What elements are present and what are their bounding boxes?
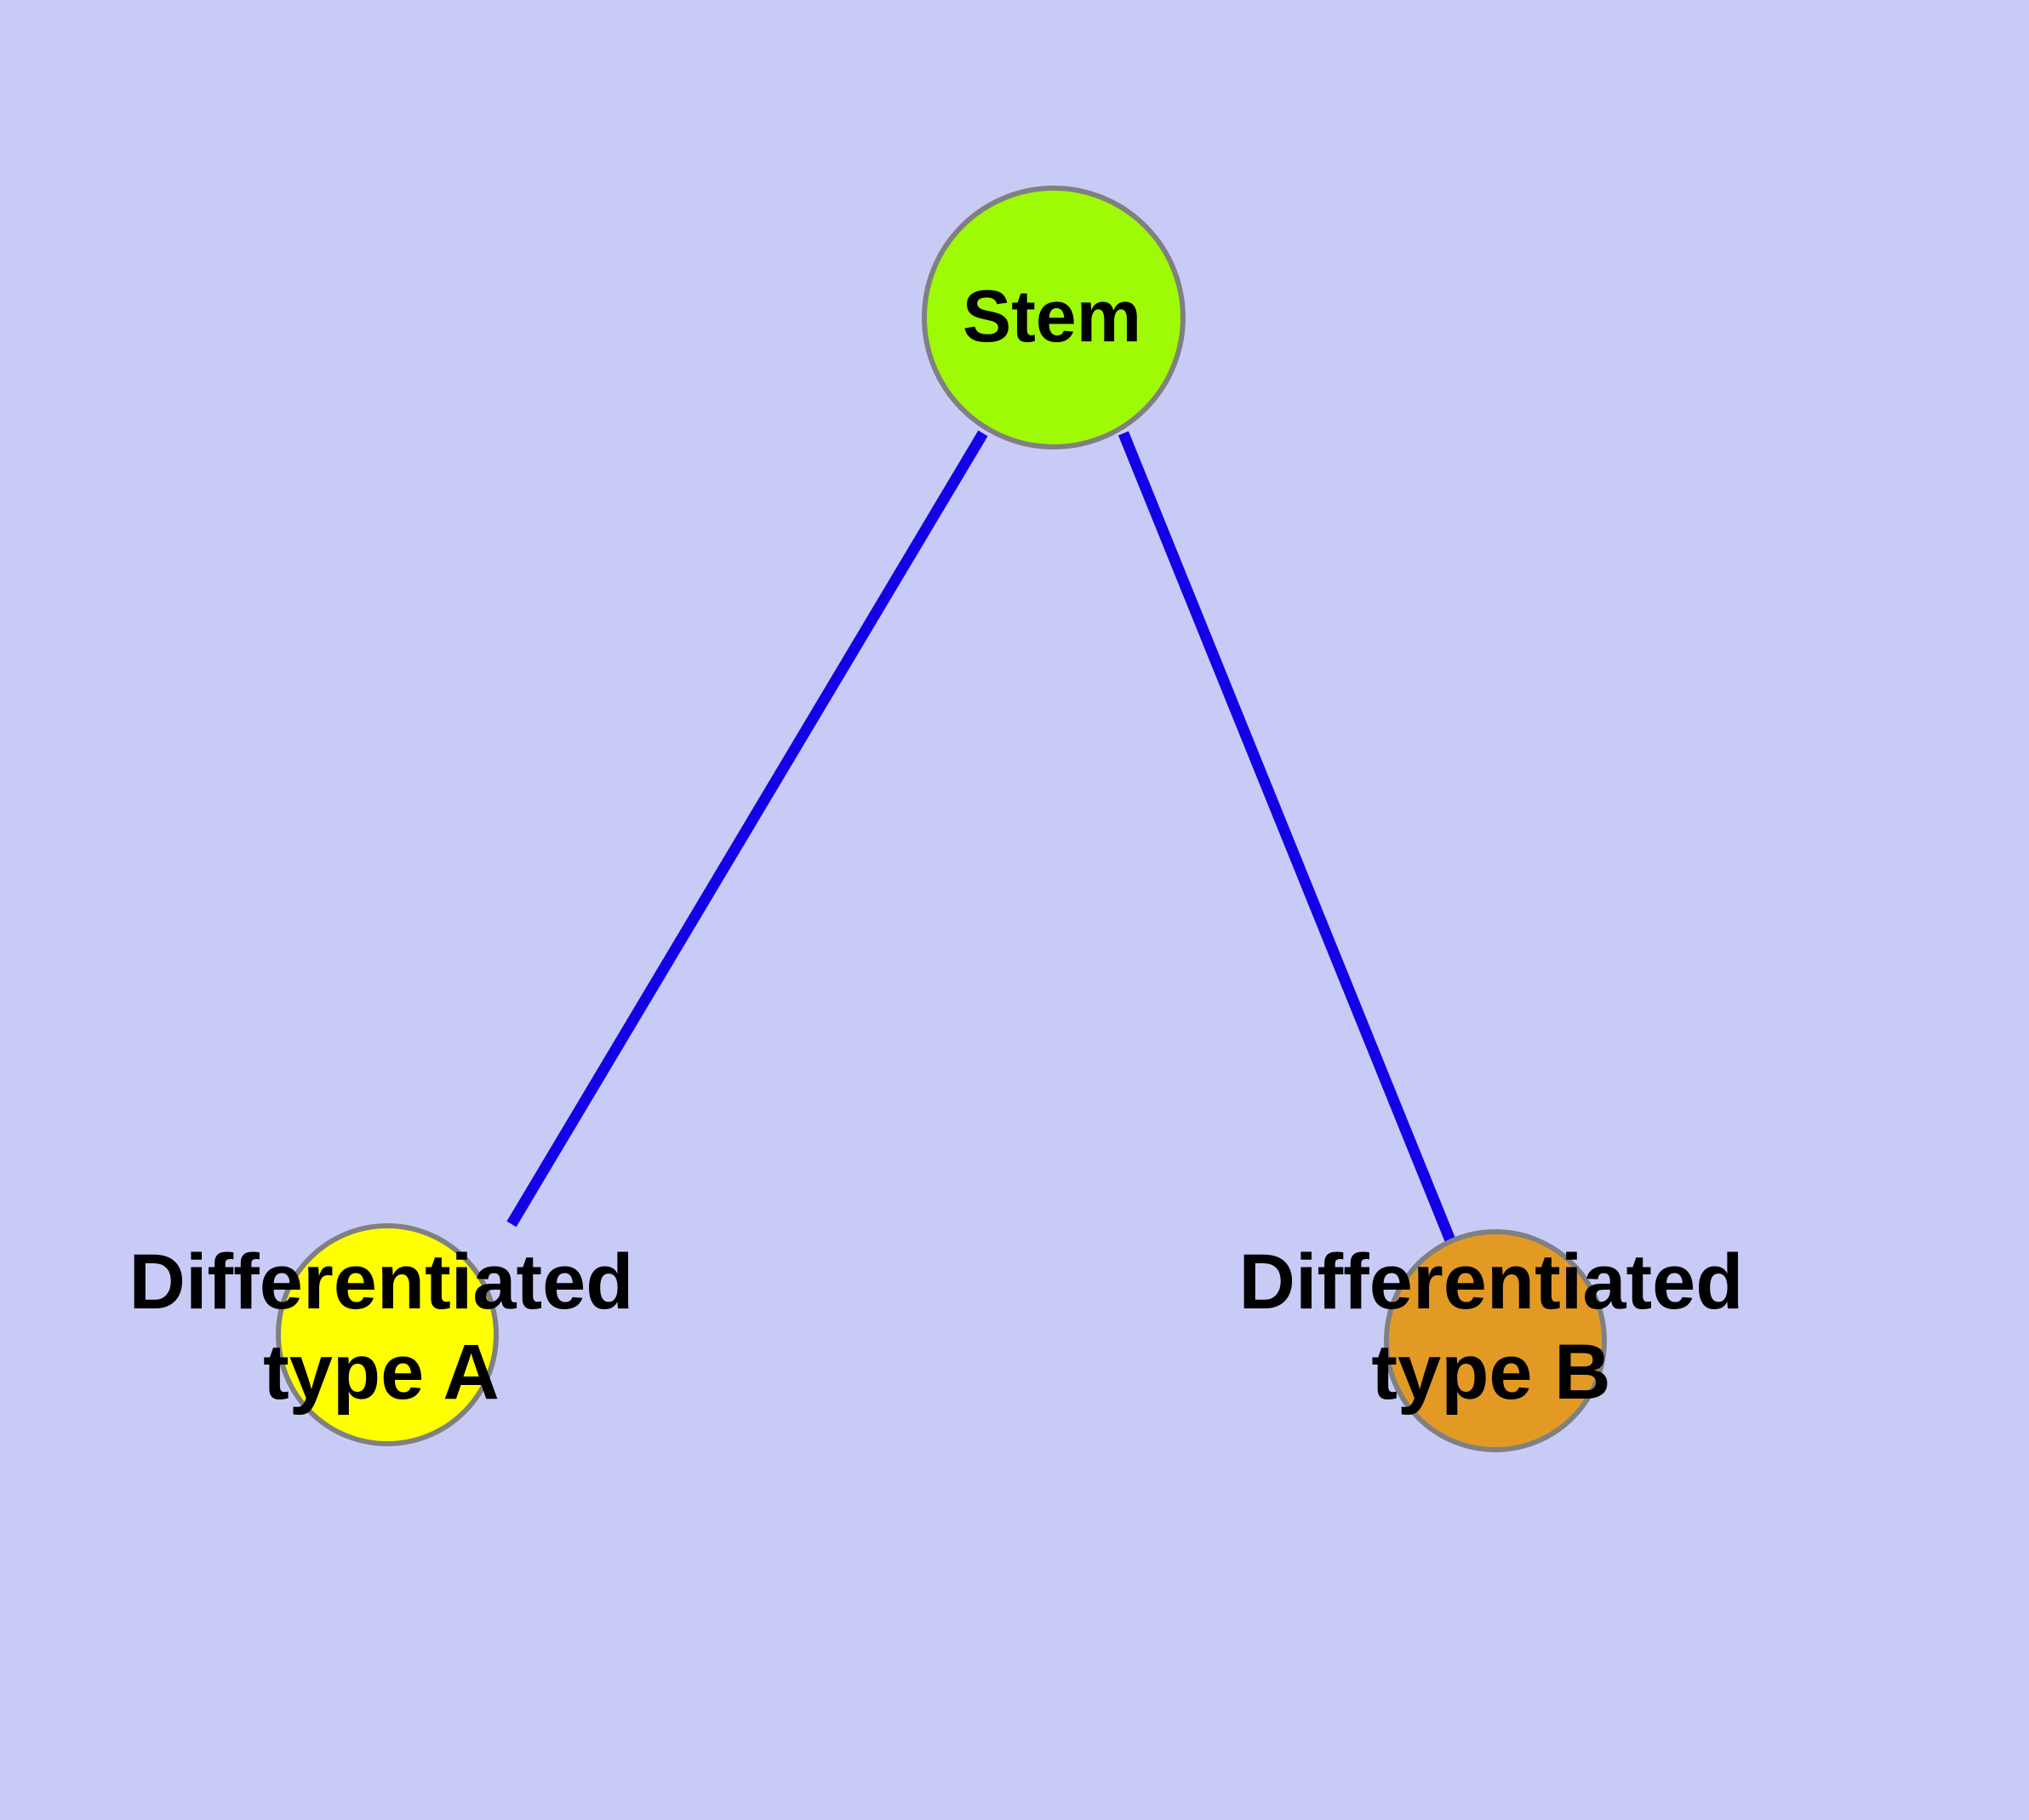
edges-layer <box>506 430 1456 1243</box>
nodes-layer <box>276 186 1607 1452</box>
stem-node-label-line: Stem <box>963 276 1141 358</box>
differentiated-type-a-node-label-line: Differentiated <box>129 1239 634 1325</box>
edge-stem-to-differentiated-type-b[interactable] <box>1117 431 1456 1243</box>
differentiated-type-a-node-label-line: type A <box>263 1329 500 1416</box>
differentiated-type-a-node[interactable] <box>276 1223 499 1446</box>
stem-node[interactable] <box>922 186 1186 449</box>
stem-node-label: Stem <box>963 276 1141 358</box>
edge-stem-to-differentiated-type-a[interactable] <box>506 430 988 1228</box>
differentiated-type-b-node-label-line: type B <box>1371 1329 1610 1416</box>
differentiated-type-b-node[interactable] <box>1384 1229 1607 1452</box>
differentiated-type-b-node-label-line: Differentiated <box>1239 1239 1744 1325</box>
